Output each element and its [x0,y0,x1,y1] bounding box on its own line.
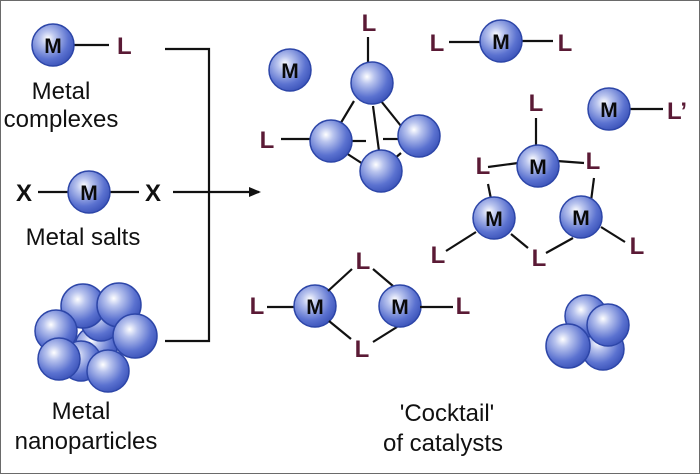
metal-salts-group: X M X Metal salts [16,170,161,251]
metal-symbol: M [44,35,62,58]
ligand-symbol: L [630,233,645,260]
metal-nanoparticles-label-line1: Metal [52,398,111,425]
species-linear-complex: L M L [430,19,573,63]
ligand-symbol: L [529,90,544,117]
metal-atom [472,196,516,240]
metal-atom [67,170,111,214]
metal-atom [559,195,603,239]
metal-atom [545,323,591,369]
bond [545,237,574,254]
metal-atom [293,284,337,328]
metal-atom [37,337,81,381]
metal-symbol: M [492,31,510,54]
ligand-symbol: L [362,10,377,37]
metal-complexes-label-line2: complexes [4,106,119,133]
bond [372,268,394,287]
metal-symbol: M [572,207,590,230]
metal-atom [31,23,75,67]
species-cluster-with-ligands: L L [260,10,441,193]
metal-atom [479,19,523,63]
metal-atom [359,149,403,193]
bond [327,268,353,292]
bond [510,233,529,249]
anion-symbol: X [145,180,161,207]
bond [487,161,519,169]
bracket-line [165,47,211,343]
ligand-symbol: L [558,30,573,57]
bond [589,177,596,202]
metal-symbol: M [600,99,618,122]
alt-ligand-symbol: L’ [667,98,687,125]
bond [372,326,398,343]
metal-salts-label: Metal salts [26,224,141,251]
ligand-symbol: L [250,293,265,320]
cocktail-label-line1: 'Cocktail' [400,400,495,427]
convergence-bracket [165,47,261,343]
metal-atom [516,144,560,188]
ligand-symbol: L [586,148,601,175]
metal-atom [112,313,158,359]
ligand-symbol: L [456,293,471,320]
bond [371,105,381,152]
metal-symbol: M [281,60,299,83]
bond [328,320,352,340]
ligand-symbol: L [476,153,491,180]
ligand-symbol: L [356,248,371,275]
ligand-symbol: L [355,336,370,363]
bond [600,226,626,243]
cocktail-label-line2: of catalysts [383,430,503,457]
metal-symbol: M [306,296,324,319]
bond [345,152,364,165]
metal-symbol: M [485,208,503,231]
metal-complexes-label-line1: Metal [32,78,91,105]
ligand-symbol: L [431,242,446,269]
metal-symbol: M [80,182,98,205]
metal-complexes-group: M L Metal complexes [4,23,132,133]
metal-symbol: M [391,296,409,319]
ligand-symbol: L [260,127,275,154]
metal-atom [309,119,353,163]
metal-atom [350,61,394,105]
metal-atom [397,114,441,158]
metal-atom [586,303,630,347]
species-single-metal: M [268,48,312,92]
ligand-symbol: L [532,245,547,272]
bond [556,159,585,165]
species-trimer: L L L L L L M M M [431,90,645,272]
metal-atom [268,48,312,92]
metal-symbol: M [529,156,547,179]
metal-atom [587,87,631,131]
bond [445,231,477,252]
ligand-symbol: L [430,30,445,57]
species-dimer: L M L L M L [250,248,471,363]
species-small-nanoparticle [545,294,630,371]
nanoparticle-cluster [34,282,158,393]
ligand-symbol: L [117,33,132,60]
bond [486,183,493,200]
species-alt-ligand-complex: M L’ [587,87,687,131]
metal-atom [86,349,130,393]
metal-nanoparticles-label-line2: nanoparticles [15,428,158,455]
bond [380,100,402,127]
metal-nanoparticles-group: Metal nanoparticles [15,282,158,455]
anion-symbol: X [16,180,32,207]
